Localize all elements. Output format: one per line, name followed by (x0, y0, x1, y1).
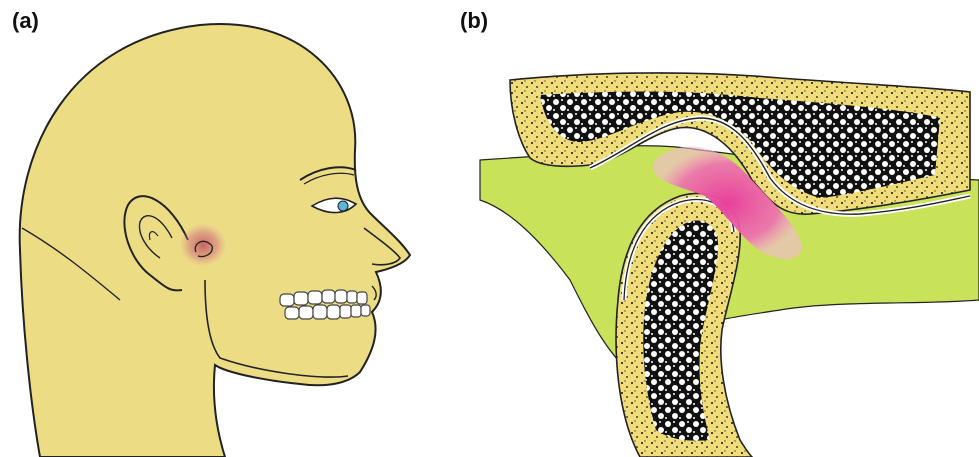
temporomandibular-joint-cross-section (440, 0, 979, 457)
panel-a: (a) (0, 0, 440, 457)
eye-iris-icon (338, 201, 348, 211)
tmj-pain-highlight (179, 223, 227, 267)
head-profile-illustration (0, 0, 440, 457)
panel-b: (b) (440, 0, 979, 457)
